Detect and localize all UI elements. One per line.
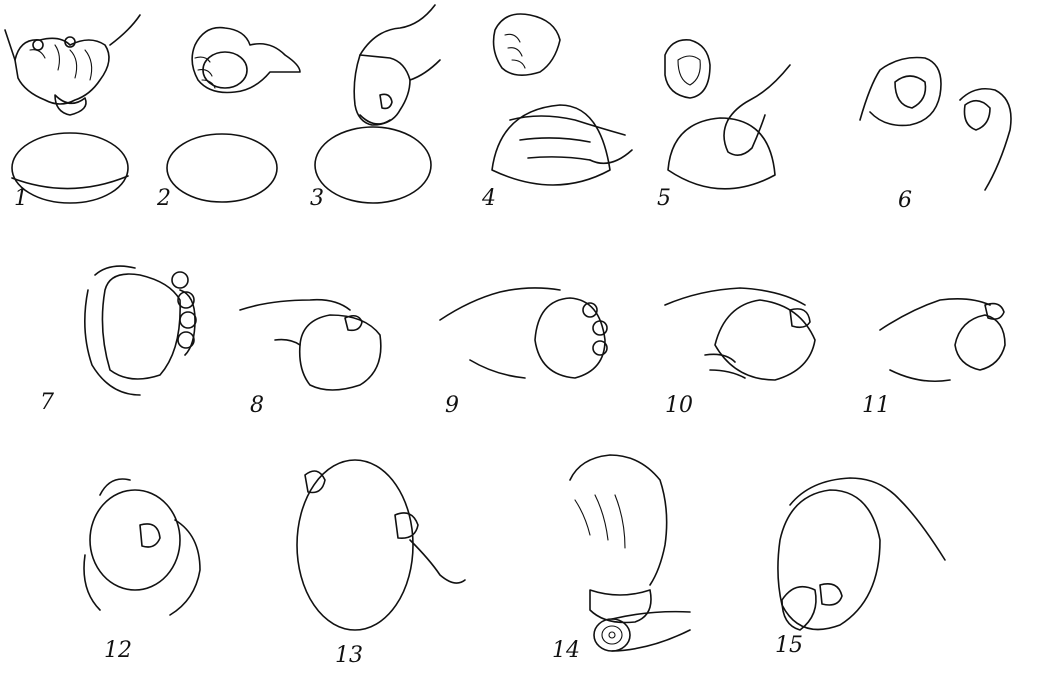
figure-8-dough <box>300 315 381 390</box>
figure-11-drawing <box>880 299 1005 381</box>
figure-5-drawing <box>665 40 790 189</box>
figure-5-hand <box>724 115 765 155</box>
figure-9-finger-2 <box>593 321 607 335</box>
figure-7-finger-4 <box>178 332 194 348</box>
figure-14-roll-body <box>612 612 690 651</box>
figure-8-arm <box>240 300 350 345</box>
figure-5-arm <box>728 65 790 120</box>
figure-1-fingertip-a <box>33 40 43 50</box>
figure-13-drawing <box>297 460 465 630</box>
figure-11-dough <box>955 315 1005 370</box>
figure-6-left-hand <box>860 58 941 126</box>
figure-10-dough <box>715 300 815 380</box>
figure-7-dough <box>102 274 180 379</box>
figure-5-small-dough <box>665 40 710 98</box>
figure-3-mound <box>315 127 431 203</box>
figure-12-hand <box>84 479 200 615</box>
figure-label-7: 7 <box>40 392 54 414</box>
figure-label-6: 6 <box>898 190 912 212</box>
figure-7-drawing <box>85 266 196 395</box>
figure-label-14: 14 <box>552 640 580 662</box>
figure-5-mound <box>668 118 775 189</box>
figure-3-drawing <box>315 5 440 203</box>
figure-2-drawing <box>167 28 300 202</box>
figure-11-thumb <box>985 304 1004 320</box>
figure-2-mound <box>167 134 277 202</box>
figure-15-hand-top <box>790 478 945 560</box>
figure-6-right-dough <box>964 101 990 130</box>
figure-14-roll-inner <box>602 626 622 644</box>
figure-label-1: 1 <box>14 188 28 210</box>
figure-10-arm <box>665 288 805 305</box>
figure-3-arm <box>360 5 435 55</box>
figure-6-left-dough <box>895 76 925 108</box>
figure-14-roll <box>594 619 630 651</box>
figure-14-fingers <box>575 495 625 548</box>
figure-10-drawing <box>665 288 815 380</box>
figure-7-finger-3 <box>180 312 196 328</box>
figure-15-dough <box>778 490 880 630</box>
figure-14-roll-core <box>609 632 615 638</box>
figure-3-arm-lower <box>410 60 440 80</box>
figure-14-drawing <box>570 455 690 651</box>
figure-13-dough <box>297 460 413 630</box>
figure-label-4: 4 <box>482 188 496 210</box>
figure-1-mound <box>12 133 128 203</box>
figure-12-thumb <box>140 524 160 547</box>
figure-8-drawing <box>240 300 381 390</box>
figure-label-13: 13 <box>335 645 363 667</box>
figure-label-10: 10 <box>665 395 693 417</box>
figure-label-15: 15 <box>775 635 803 657</box>
figure-4-drawing <box>492 14 632 185</box>
figure-label-5: 5 <box>657 188 671 210</box>
figure-4-lower-hand <box>510 116 625 160</box>
figure-label-2: 2 <box>157 188 171 210</box>
figure-label-11: 11 <box>862 395 890 417</box>
figure-label-3: 3 <box>310 188 324 210</box>
figure-4-top-fingers <box>505 34 525 68</box>
figure-13-left-thumb <box>305 471 325 493</box>
figure-3-hand <box>354 55 410 125</box>
figure-9-dough <box>535 298 605 378</box>
figure-12-dough <box>90 490 180 590</box>
figure-1-arm-left <box>5 30 15 60</box>
figure-14-hand <box>570 455 667 585</box>
figure-6-drawing <box>860 58 1011 191</box>
figure-4-wrist <box>590 150 632 163</box>
figure-1-arm-right <box>110 15 140 45</box>
figure-4-top-hand <box>494 14 560 75</box>
figure-13-right-hand <box>410 540 465 583</box>
figure-13-right-thumb <box>395 513 418 538</box>
figure-5-inner <box>678 56 700 85</box>
figure-12-drawing <box>84 479 200 615</box>
figure-9-arm <box>440 288 560 378</box>
figure-7-finger-1 <box>172 272 188 288</box>
figure-label-9: 9 <box>445 395 459 417</box>
figure-1-mound-flat <box>12 176 128 189</box>
figure-15-thumb <box>820 584 842 605</box>
figure-1-hands <box>15 38 109 104</box>
figure-15-drawing <box>778 478 945 630</box>
figure-label-8: 8 <box>250 395 264 417</box>
figure-label-12: 12 <box>104 640 132 662</box>
figure-1-drawing <box>5 15 140 203</box>
figure-9-drawing <box>440 288 607 378</box>
figure-2-dough-ball <box>203 52 247 88</box>
figure-3-thumb <box>380 94 392 108</box>
